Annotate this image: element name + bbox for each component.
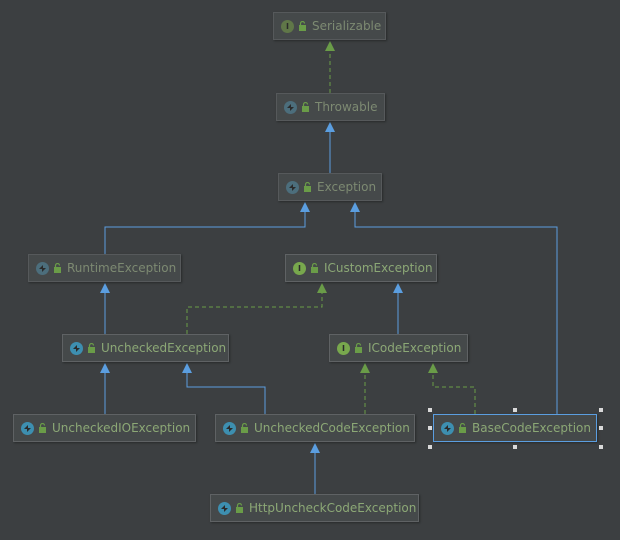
node-throwable[interactable]: Throwable (276, 93, 385, 121)
class-icon (70, 341, 83, 355)
public-lock-icon (298, 21, 307, 31)
resize-handle-top[interactable] (513, 408, 517, 412)
class-icon (21, 421, 34, 435)
node-icode-exception[interactable]: I ICodeException (329, 334, 468, 362)
node-label: RuntimeException (67, 261, 177, 275)
edge-extends-base-code-exception-to-exception (350, 202, 558, 414)
edge-implements-base-code-exception-to-icode-exception (428, 363, 476, 414)
node-serializable[interactable]: I Serializable (273, 12, 386, 40)
node-label: ICustomException (324, 261, 433, 275)
node-unchecked-io-exception[interactable]: UncheckedIOException (13, 414, 196, 442)
resize-handle-bottom-right[interactable] (599, 445, 603, 449)
class-icon (284, 100, 297, 114)
edge-extends-unchecked-code-exception-to-unchecked-exception (182, 363, 266, 414)
resize-handle-left[interactable] (428, 426, 432, 430)
node-label: UncheckedException (101, 341, 227, 355)
node-unchecked-code-exception[interactable]: UncheckedCodeException (215, 414, 415, 442)
public-lock-icon (301, 102, 310, 112)
public-lock-icon (303, 182, 312, 192)
public-lock-icon (240, 423, 249, 433)
node-label: Throwable (315, 100, 378, 114)
class-icon (223, 421, 236, 435)
node-unchecked-exception[interactable]: UncheckedException (62, 334, 229, 362)
resize-handle-top-right[interactable] (599, 408, 603, 412)
node-runtime-exception[interactable]: RuntimeException (28, 254, 181, 282)
node-label: BaseCodeException (472, 421, 591, 435)
resize-handle-bottom[interactable] (513, 445, 517, 449)
public-lock-icon (53, 263, 62, 273)
public-lock-icon (235, 503, 244, 513)
interface-icon: I (337, 341, 350, 355)
node-label: HttpUncheckCodeException (249, 501, 417, 515)
public-lock-icon (354, 343, 363, 353)
class-icon (218, 501, 231, 515)
public-lock-icon (38, 423, 47, 433)
node-label: Serializable (312, 19, 382, 33)
class-icon (36, 261, 49, 275)
node-icustom-exception[interactable]: I ICustomException (285, 254, 437, 282)
edge-extends-runtime-exception-to-exception (104, 202, 310, 254)
node-label: UncheckedCodeException (254, 421, 410, 435)
edges-layer (100, 41, 558, 494)
class-icon (286, 180, 299, 194)
edge-implements-unchecked-exception-to-icustom-exception (186, 283, 327, 334)
interface-icon: I (293, 261, 306, 275)
class-icon (441, 421, 454, 435)
interface-icon: I (281, 19, 294, 33)
resize-handle-right[interactable] (599, 426, 603, 430)
resize-handle-bottom-left[interactable] (428, 445, 432, 449)
node-label: ICodeException (368, 341, 462, 355)
node-base-code-exception[interactable]: BaseCodeException (433, 414, 597, 442)
node-label: UncheckedIOException (52, 421, 191, 435)
public-lock-icon (458, 423, 467, 433)
resize-handle-top-left[interactable] (428, 408, 432, 412)
node-exception[interactable]: Exception (278, 173, 382, 201)
node-http-uncheck-code-exception[interactable]: HttpUncheckCodeException (210, 494, 419, 522)
public-lock-icon (310, 263, 319, 273)
node-label: Exception (317, 180, 377, 194)
public-lock-icon (87, 343, 96, 353)
